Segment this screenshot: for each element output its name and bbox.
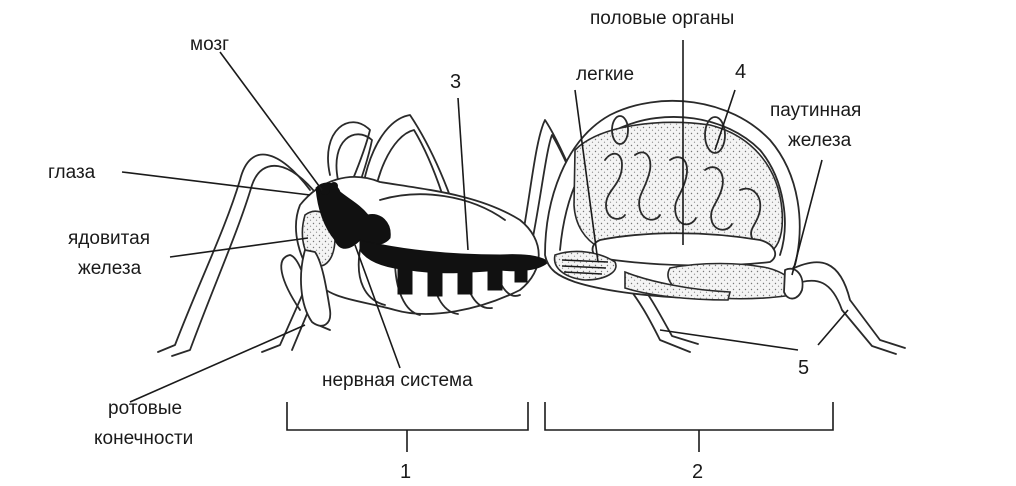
brain-shape bbox=[315, 182, 391, 249]
number-5: 5 bbox=[798, 357, 809, 379]
nervous-system-shape bbox=[315, 182, 549, 297]
number-2: 2 bbox=[692, 461, 703, 483]
number-3: 3 bbox=[450, 71, 461, 93]
number-1: 1 bbox=[400, 461, 411, 483]
label-silk-gland-1: паутинная bbox=[770, 100, 861, 121]
label-silk-gland-2: железа bbox=[788, 130, 852, 151]
label-mouthparts-1: ротовые bbox=[108, 398, 182, 419]
label-genital-organs: половые органы bbox=[590, 8, 734, 29]
number-4: 4 bbox=[735, 61, 746, 83]
abdomen bbox=[544, 99, 804, 301]
bracket-2 bbox=[544, 402, 834, 452]
label-nervous-system: нервная система bbox=[322, 370, 473, 391]
label-lungs: легкие bbox=[576, 64, 634, 85]
leader-lines bbox=[121, 40, 849, 403]
label-mouthparts-2: конечности bbox=[94, 428, 193, 449]
label-venom-gland-1: ядовитая bbox=[68, 228, 150, 249]
head bbox=[300, 210, 336, 327]
label-brain: мозг bbox=[190, 34, 229, 55]
label-eyes: глаза bbox=[48, 162, 96, 183]
chelicera bbox=[300, 249, 332, 327]
label-venom-gland-2: железа bbox=[78, 258, 142, 279]
bracket-1 bbox=[286, 402, 529, 452]
